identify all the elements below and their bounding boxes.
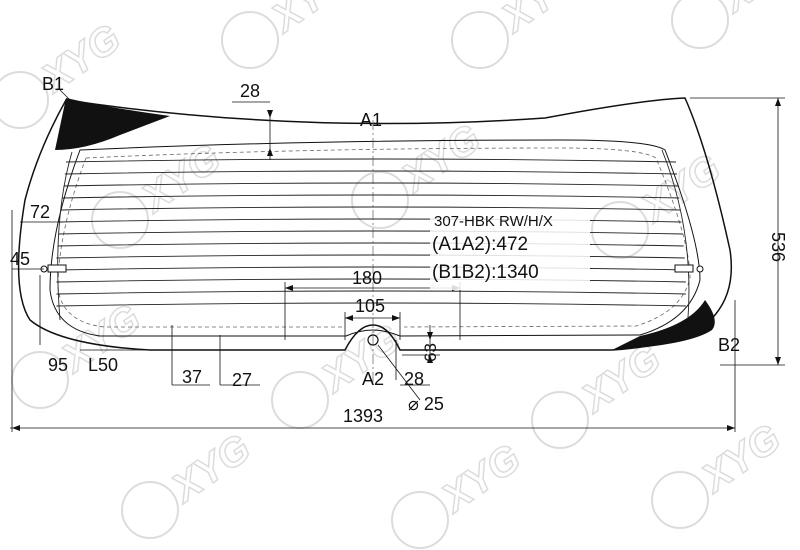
- label-top-gap: 28: [240, 81, 260, 101]
- label-180: 180: [352, 268, 382, 288]
- heater-line: [56, 290, 686, 295]
- heater-terminal-right: [674, 264, 704, 273]
- heater-line: [57, 242, 684, 247]
- heater-line: [59, 218, 682, 223]
- b1b2-distance: (B1B2):1340: [432, 262, 539, 283]
- label-95: 95: [48, 355, 68, 375]
- busbar-left: [57, 151, 73, 321]
- label-37: 37: [182, 367, 202, 387]
- label-a2: A2: [362, 369, 384, 389]
- heater-grid: [56, 149, 690, 321]
- heater-line: [56, 266, 686, 271]
- watermark-text: XYG: [633, 146, 729, 232]
- info-block: 307-HBK RW/H/X (A1A2):472 (B1B2):1340: [430, 210, 590, 290]
- watermark-logo: XYG: [221, 0, 359, 69]
- watermark-logo: XYG: [121, 425, 259, 539]
- heater-line: [56, 254, 685, 259]
- label-b2: B2: [718, 335, 740, 355]
- heater-line: [58, 230, 683, 235]
- heater-line: [65, 158, 677, 163]
- label-width: 1393: [343, 406, 383, 426]
- label-28-bottom: 28: [404, 369, 424, 389]
- watermark-logo: XYG: [671, 0, 800, 49]
- heater-line: [56, 278, 686, 283]
- heater-line: [63, 182, 679, 187]
- heater-terminal-left: [40, 264, 67, 273]
- watermark-text: XYG: [433, 436, 529, 522]
- label-63: 63: [421, 343, 440, 362]
- label-height: 536: [768, 232, 788, 262]
- watermark-logo: XYG: [451, 0, 589, 69]
- watermark-text: XYG: [163, 426, 259, 512]
- watermark-logo: XYG: [531, 335, 669, 449]
- watermark-logo: XYG: [91, 135, 229, 249]
- watermark-text: XYG: [693, 416, 789, 502]
- black-corner-bottom-right: [612, 300, 715, 350]
- label-45: 45: [10, 249, 30, 269]
- label-a1: A1: [360, 110, 382, 130]
- part-code: 307-HBK RW/H/X: [434, 213, 553, 230]
- heater-line: [61, 206, 681, 211]
- dimension-lines: [10, 89, 785, 432]
- busbar-right: [661, 149, 690, 319]
- label-b1: B1: [42, 74, 64, 94]
- label-diameter: ⌀ 25: [408, 394, 444, 414]
- heater-line: [62, 194, 680, 199]
- heater-line: [56, 302, 686, 307]
- label-27: 27: [232, 370, 252, 390]
- label-72: 72: [30, 202, 50, 222]
- a1a2-distance: (A1A2):472: [432, 234, 528, 255]
- glass-inner-line: [49, 139, 701, 337]
- heater-line: [64, 170, 678, 175]
- label-105: 105: [355, 296, 385, 316]
- label-l50: L50: [88, 355, 118, 375]
- watermark-logo: XYG: [11, 295, 149, 409]
- black-corner-top-left: [55, 98, 170, 150]
- watermark-logo: XYG: [391, 435, 529, 549]
- watermark-logo: XYG: [651, 415, 789, 529]
